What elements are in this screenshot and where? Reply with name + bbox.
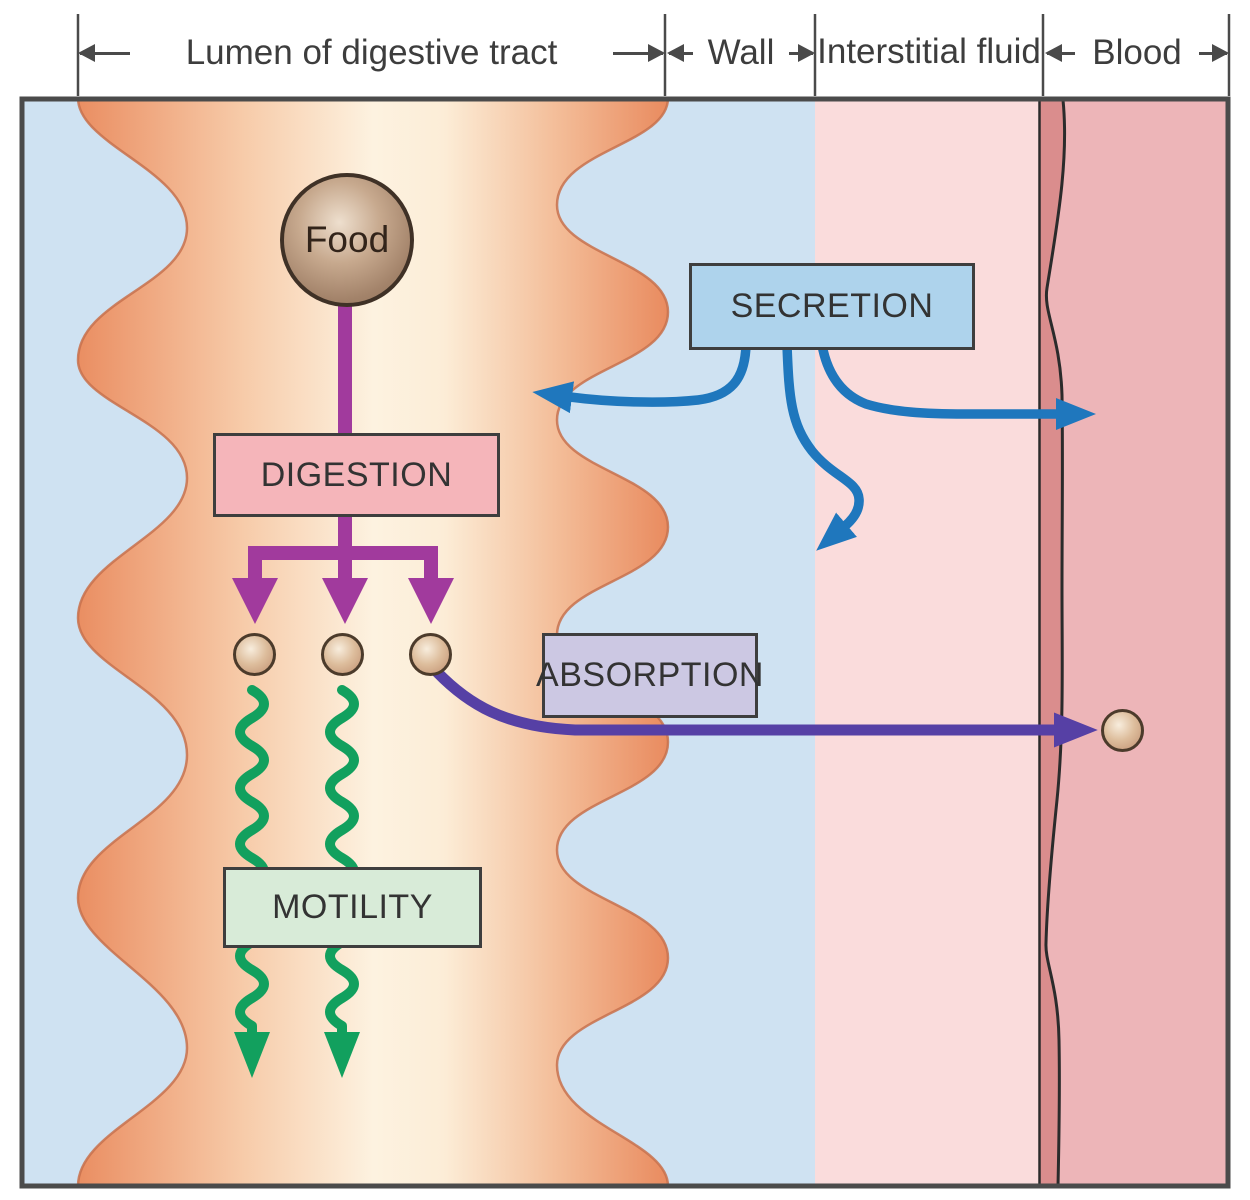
motility-wave-right: [325, 685, 359, 1039]
region-label-lumen: Lumen of digestive tract: [78, 30, 665, 76]
nutrient-particle: [321, 633, 364, 676]
vessel-wall-inner-line: [1044, 99, 1067, 1187]
dimension-arrow-left-icon: [78, 43, 130, 62]
secretion-arrow-to-lumen: [532, 340, 751, 414]
nutrient-particle: [233, 633, 276, 676]
secretion-arrows: [532, 340, 1096, 551]
region-label-wall: Wall: [667, 30, 815, 76]
header-ticks: [76, 14, 1231, 96]
motility-arrowhead: [234, 1032, 270, 1078]
dimension-arrow-right-icon: [1199, 43, 1229, 62]
nutrient-particle: [409, 633, 452, 676]
blood-vessel-wall-band: [1039, 100, 1065, 1186]
region-label-blood-text: Blood: [1092, 33, 1182, 72]
digestion-arrowhead: [232, 578, 278, 624]
region-label-lumen-text: Lumen of digestive tract: [185, 33, 558, 72]
region-label-blood: Blood: [1045, 30, 1229, 76]
digestion-arrows: [232, 300, 454, 624]
food-label: Food: [304, 219, 390, 260]
dimension-arrow-right-icon: [613, 43, 665, 62]
absorption-box: ABSORPTION: [536, 633, 763, 718]
figure-frame: [19, 96, 1231, 1189]
motility-arrows: [234, 685, 360, 1078]
secretion-arrow-to-blood: [817, 340, 1096, 430]
dimension-arrow-left-icon: [1045, 43, 1075, 62]
region-label-interstitial-text: Interstitial fluid: [817, 31, 1041, 71]
motility-wave-left: [235, 685, 269, 1039]
region-label-interstitial: Interstitial fluid: [817, 6, 1041, 98]
food-ball: Food: [280, 173, 414, 307]
absorption-arrow: [431, 666, 1098, 748]
nutrient-particle-in-blood: [1101, 709, 1144, 752]
motility-arrowhead: [324, 1032, 360, 1078]
digestion-arrowhead: [408, 578, 454, 624]
dimension-arrow-left-icon: [667, 43, 693, 62]
digestion-arrowhead: [322, 578, 368, 624]
region-label-wall-text: Wall: [707, 33, 775, 72]
secretion-arrow-to-wall: [782, 340, 864, 551]
blood-region: [1039, 100, 1227, 1186]
dimension-arrow-right-icon: [788, 43, 815, 62]
motility-box: MOTILITY: [223, 867, 482, 948]
secretion-box: SECRETION: [689, 263, 975, 350]
digestion-box: DIGESTION: [213, 433, 500, 517]
